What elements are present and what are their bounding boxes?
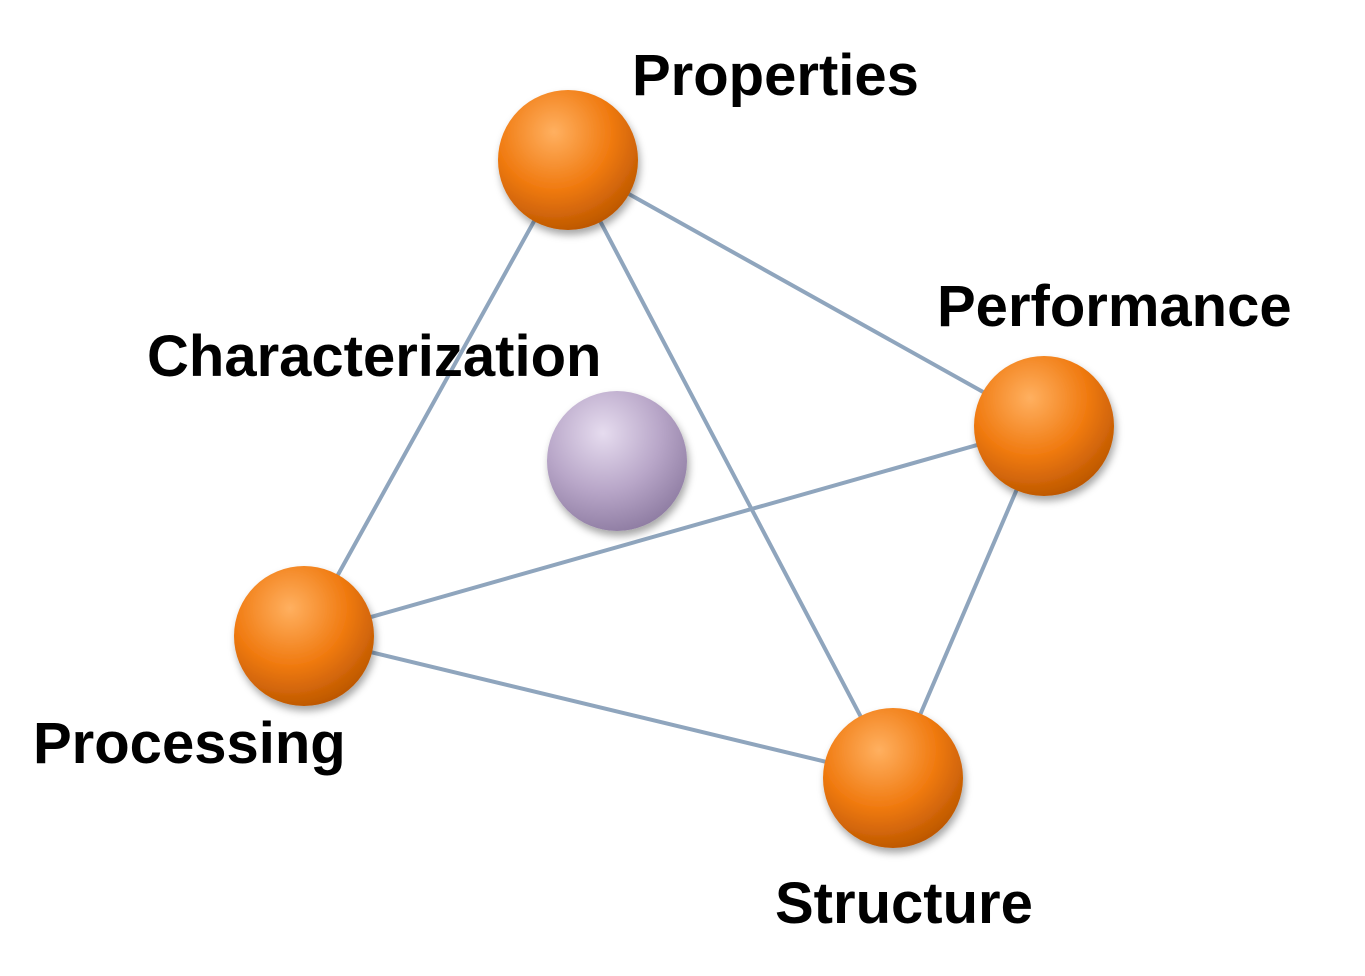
- processing-circle: [234, 566, 374, 706]
- edge-properties-structure: [566, 158, 895, 780]
- properties-circle: [498, 90, 638, 230]
- characterization-label: Characterization: [147, 324, 601, 389]
- characterization-circle: [547, 391, 687, 531]
- performance-label: Performance: [937, 274, 1292, 339]
- edge-properties-processing: [302, 158, 570, 638]
- node-properties: Properties: [498, 43, 919, 230]
- processing-label: Processing: [33, 711, 346, 776]
- properties-label: Properties: [632, 43, 919, 108]
- edge-properties-performance: [566, 158, 1046, 428]
- node-structure: Structure: [775, 708, 1033, 936]
- structure-label: Structure: [775, 871, 1033, 936]
- node-performance: Performance: [937, 274, 1292, 496]
- structure-circle: [823, 708, 963, 848]
- edges: [302, 158, 1046, 780]
- node-processing: Processing: [33, 566, 374, 776]
- edge-processing-structure: [302, 634, 895, 780]
- edge-performance-processing: [302, 424, 1046, 638]
- performance-circle: [974, 356, 1114, 496]
- center-node-characterization: Characterization: [147, 324, 687, 531]
